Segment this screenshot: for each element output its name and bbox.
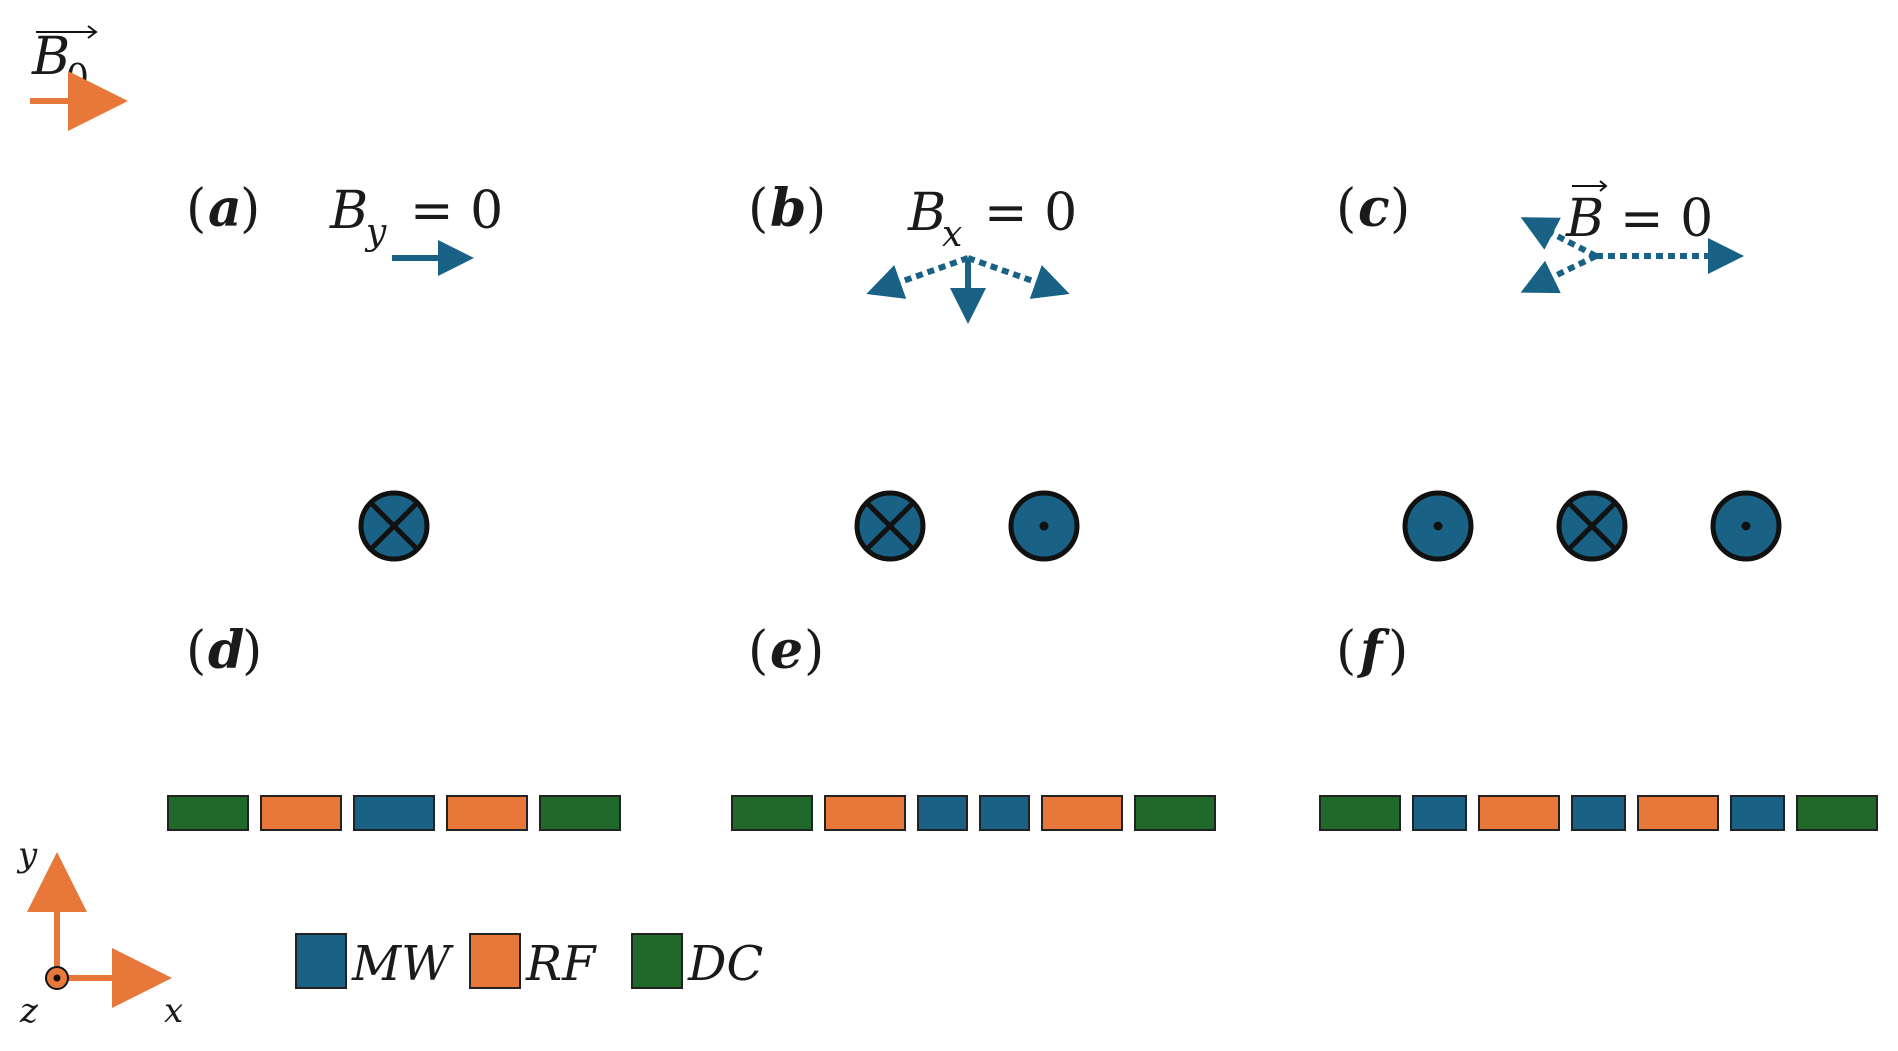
- current-out-of-page-icon: [1008, 490, 1080, 562]
- panel-f-open-paren: (: [1336, 621, 1356, 681]
- electrode-rf: [446, 795, 528, 831]
- panel-c-label: c: [1358, 178, 1390, 239]
- current-out-of-page-icon: [1710, 490, 1782, 562]
- panel-e: ( e ): [748, 620, 824, 681]
- electrode-dc: [1134, 795, 1216, 831]
- panel-a-equation: = 0: [410, 181, 503, 241]
- electrode-mw: [1571, 795, 1626, 831]
- panel-a-field-symbol: B: [329, 181, 368, 241]
- panel-b: ( b ) B x = 0: [748, 178, 1077, 324]
- panel-c-equation: = 0: [1620, 189, 1713, 249]
- panel-a-open-paren: (: [186, 179, 206, 239]
- dot-mark: [1433, 521, 1443, 531]
- panel-b-label: b: [770, 178, 806, 239]
- electrode-dc: [1796, 795, 1878, 831]
- wire-cross-sections: [358, 490, 1782, 562]
- panel-a-label: a: [208, 178, 242, 239]
- panel-f-label: f: [1356, 620, 1390, 681]
- panel-e-label: e: [770, 620, 803, 681]
- panel-a: ( a ) B y = 0: [186, 178, 503, 276]
- panel-b-field-arrow-left: [866, 255, 970, 299]
- panel-f-close-paren: ): [1388, 621, 1408, 681]
- electrode-mw: [1730, 795, 1785, 831]
- panel-d-open-paren: (: [186, 621, 206, 681]
- b0-symbol: B: [31, 27, 70, 87]
- electrode-mw: [979, 795, 1030, 831]
- electrode-dc: [167, 795, 249, 831]
- electrode-rf: [824, 795, 906, 831]
- panel-e-open-paren: (: [748, 621, 768, 681]
- cross-stroke: [1568, 502, 1616, 550]
- panel-c-open-paren: (: [1336, 179, 1356, 239]
- electrode-rf: [1041, 795, 1123, 831]
- panel-c-field-arrow-downleft: [1520, 253, 1598, 294]
- cross-stroke: [866, 502, 914, 550]
- panel-c-close-paren: ): [1390, 179, 1410, 239]
- dot-mark: [1039, 521, 1049, 531]
- electrode-dc: [539, 795, 621, 831]
- panel-b-close-paren: ): [806, 179, 826, 239]
- legend-swatch-mw: [295, 933, 347, 989]
- current-into-page-icon: [854, 490, 926, 562]
- electrode-rf: [1637, 795, 1719, 831]
- electrode-mw: [917, 795, 968, 831]
- panel-f: ( f ): [1336, 620, 1408, 681]
- y-axis-label: y: [16, 835, 38, 875]
- panel-d-label: d: [208, 620, 244, 681]
- axes-indicator: y x z: [16, 835, 183, 1031]
- panel-b-field-subscript: x: [942, 214, 962, 255]
- vector-arrowhead: [87, 25, 98, 39]
- legend-label-rf: RF: [525, 936, 597, 992]
- current-into-page-icon: [1556, 490, 1628, 562]
- panel-c-vector-arrowhead: [1599, 180, 1608, 192]
- panel-d-close-paren: ): [242, 621, 262, 681]
- current-out-of-page-icon: [1402, 490, 1474, 562]
- legend-label-mw: MW: [351, 936, 454, 992]
- b0-indicator: B 0: [30, 25, 128, 131]
- electrode-rf: [1478, 795, 1560, 831]
- panel-e-close-paren: ): [804, 621, 824, 681]
- panel-c-field-symbol: B: [1565, 189, 1604, 249]
- electrode-dc: [731, 795, 813, 831]
- electrode-rf: [260, 795, 342, 831]
- electrode-mw: [353, 795, 435, 831]
- current-into-page-icon: [358, 490, 430, 562]
- legend-swatch-rf: [469, 933, 521, 989]
- legend-label-dc: DC: [687, 936, 763, 992]
- electrode-mw: [1412, 795, 1467, 831]
- panel-c-field-arrow-upleft: [1520, 217, 1598, 259]
- z-axis-dot: [53, 974, 61, 982]
- panel-a-field-subscript: y: [364, 212, 387, 253]
- panel-b-open-paren: (: [748, 179, 768, 239]
- b0-subscript: 0: [66, 58, 89, 99]
- panel-b-field-arrow-right: [966, 255, 1070, 299]
- electrode-rows: [167, 795, 1878, 831]
- cross-stroke: [370, 502, 418, 550]
- x-axis-label: x: [164, 991, 183, 1031]
- legend-swatch-dc: [631, 933, 683, 989]
- dot-mark: [1741, 521, 1751, 531]
- panel-b-field-symbol: B: [907, 183, 946, 243]
- panel-c: ( c ) B = 0: [1336, 178, 1744, 294]
- electrode-dc: [1319, 795, 1401, 831]
- z-axis-label: z: [19, 991, 39, 1031]
- panel-b-equation: = 0: [984, 183, 1077, 243]
- legend: MW RF DC: [295, 933, 763, 992]
- panel-d: ( d ): [186, 620, 262, 681]
- panel-a-close-paren: ): [240, 179, 260, 239]
